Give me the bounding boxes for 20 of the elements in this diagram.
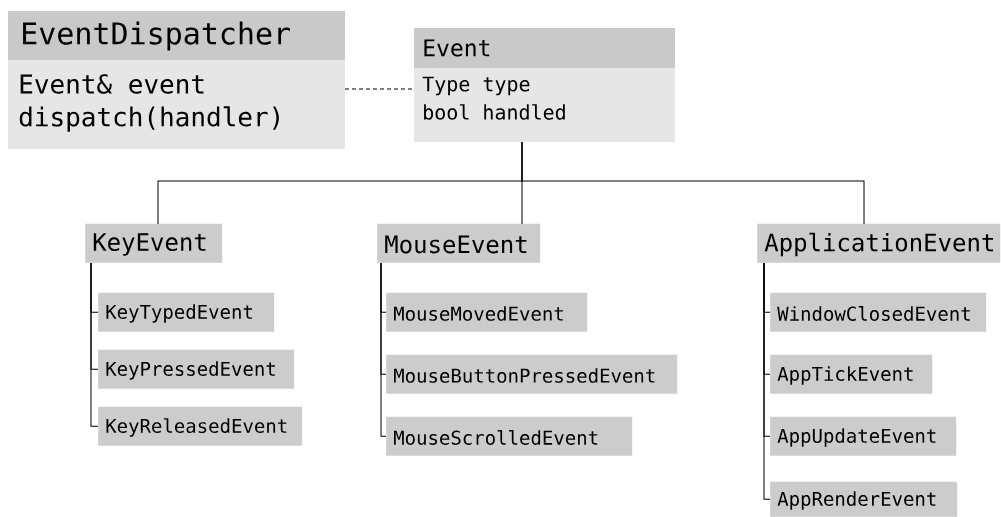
subclass-box: AppUpdateEvent [770,416,957,456]
subclass-box: MouseScrolledEvent [386,416,633,456]
class-box: MouseEvent [377,223,541,263]
connector [380,262,387,437]
dashed-connector [344,88,415,90]
subclass-box: KeyPressedEvent [98,349,295,389]
class-box: ApplicationEvent [757,223,1001,263]
subclass-box: MouseMovedEvent [386,292,588,332]
connector [90,262,99,427]
class-box: EventDispatcher Event& event dispatch(handler) [8,11,345,149]
subclass-box: KeyReleasedEvent [98,406,303,446]
connector [763,262,771,500]
subclass-box: KeyTypedEvent [98,292,275,332]
subclass-box: AppRenderEvent [770,481,958,517]
subclass-box: MouseButtonPressedEvent [386,354,678,394]
subclass-box: WindowClosedEvent [770,292,987,332]
class-box: KeyEvent [85,223,223,263]
class-box: Event Type type bool handled [414,28,675,142]
subclass-box: AppTickEvent [770,354,933,394]
connector [521,141,865,225]
